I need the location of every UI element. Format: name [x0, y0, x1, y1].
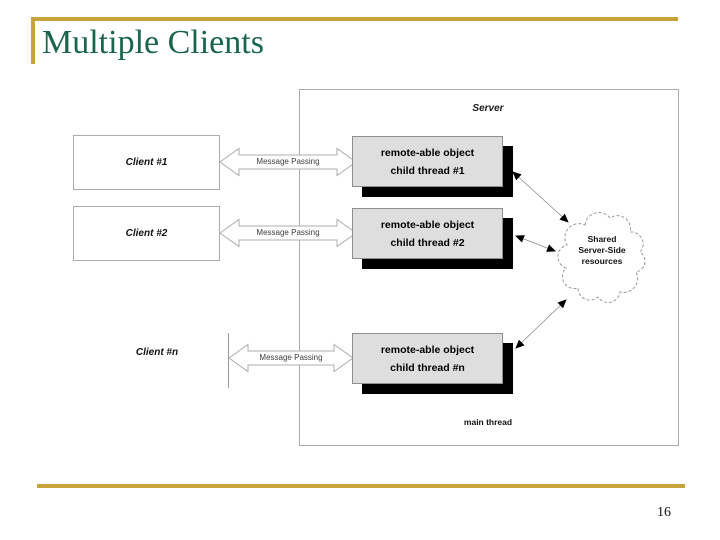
- main-thread-label: main thread: [463, 417, 513, 427]
- remote-object-n-box: remote-able object child thread #n: [352, 333, 503, 384]
- cloud-label: Shared Server-Side resources: [559, 234, 645, 267]
- remote-object-n-line1: remote-able object: [380, 343, 475, 356]
- message-passing-label-2: Message Passing: [256, 228, 320, 237]
- remote-object-1-box: remote-able object child thread #1: [352, 136, 503, 187]
- message-passing-label-1: Message Passing: [256, 157, 320, 166]
- cloud-label-line1: Shared: [587, 234, 617, 244]
- message-passing-label-3: Message Passing: [259, 353, 323, 362]
- client-1-box: Client #1: [73, 135, 220, 190]
- client-n-label: Client #n: [135, 347, 179, 358]
- title-rule-left: [31, 17, 35, 64]
- client-2-label: Client #2: [125, 228, 168, 239]
- remote-object-2-line2: child thread #2: [390, 236, 465, 249]
- page-title: Multiple Clients: [42, 24, 264, 61]
- remote-object-2-box: remote-able object child thread #2: [352, 208, 503, 259]
- remote-object-1-line2: child thread #1: [390, 164, 465, 177]
- footer-rule: [37, 484, 685, 488]
- title-rule-top: [31, 17, 678, 21]
- remote-object-1-line1: remote-able object: [380, 146, 475, 159]
- remote-object-n-line2: child thread #n: [390, 361, 465, 374]
- client-2-box: Client #2: [73, 206, 220, 261]
- cloud-label-line2: Server-Side: [578, 245, 626, 255]
- server-label: Server: [472, 103, 504, 114]
- page-number: 16: [657, 505, 671, 520]
- client-1-label: Client #1: [125, 157, 168, 168]
- cloud-label-line3: resources: [581, 256, 623, 266]
- remote-object-2-line1: remote-able object: [380, 218, 475, 231]
